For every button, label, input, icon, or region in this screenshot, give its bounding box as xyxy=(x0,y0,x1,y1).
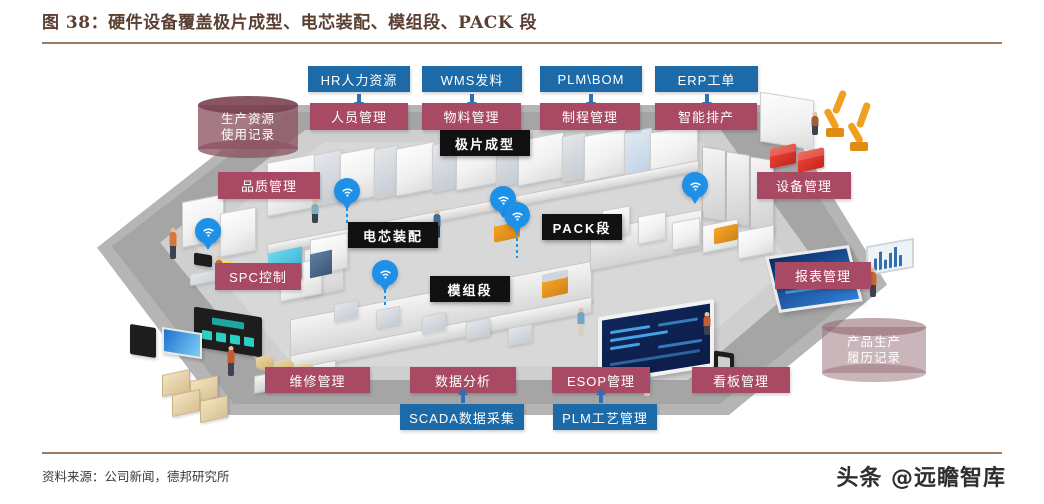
display-panel xyxy=(162,326,202,360)
module-box-label: 人员管理 xyxy=(330,110,387,125)
worker xyxy=(226,346,236,376)
database-label-line2: 履历记录 xyxy=(846,351,901,365)
system-box-erp[interactable]: ERP工单 xyxy=(655,66,758,92)
robot-arm xyxy=(823,89,858,140)
stage-label-text: 电芯装配 xyxy=(362,228,423,244)
stage-label-module: 模组段 xyxy=(430,276,510,302)
worker xyxy=(576,308,586,336)
module-box-process[interactable]: 制程管理 xyxy=(540,103,640,130)
arrow-plm-process-to-esop xyxy=(599,395,603,403)
arrow-scada-to-data-analysis xyxy=(461,395,465,403)
machine-block xyxy=(220,206,256,258)
module-box-label: 制程管理 xyxy=(561,110,618,125)
pallet-stack xyxy=(200,395,228,423)
stage-label-text: PACK段 xyxy=(552,220,612,236)
database-label-line2: 使用记录 xyxy=(220,128,275,142)
wifi-icon xyxy=(334,178,360,224)
wifi-icon xyxy=(682,172,708,198)
system-box-plm-process[interactable]: PLM工艺管理 xyxy=(553,404,657,430)
module-box-scheduling[interactable]: 智能排产 xyxy=(655,103,757,130)
module-box-report[interactable]: 报表管理 xyxy=(775,262,871,289)
footer-divider xyxy=(42,452,1002,454)
arrow-plm-to-process xyxy=(589,94,593,102)
machine-block xyxy=(638,211,666,245)
system-box-label: WMS发料 xyxy=(440,72,504,88)
stage-label-electrode-forming: 极片成型 xyxy=(440,130,530,156)
machine-block xyxy=(672,217,700,251)
module-box-spc[interactable]: SPC控制 xyxy=(215,263,301,290)
worker xyxy=(168,228,178,260)
module-box-personnel[interactable]: 人员管理 xyxy=(310,103,408,130)
database-label-line1: 产品生产 xyxy=(846,335,901,349)
module-box-maintenance[interactable]: 维修管理 xyxy=(265,367,370,393)
module-box-label: 设备管理 xyxy=(775,179,832,194)
module-box-label: 智能排产 xyxy=(677,110,734,125)
worker xyxy=(310,200,320,226)
module-box-equipment[interactable]: 设备管理 xyxy=(757,172,851,199)
module-box-label: 报表管理 xyxy=(794,269,851,284)
system-box-plm-bom[interactable]: PLM\BOM xyxy=(540,66,642,92)
machine-block xyxy=(584,127,626,183)
module-box-label: 看板管理 xyxy=(712,373,769,389)
stage-label-text: 模组段 xyxy=(447,282,493,298)
storage-rack xyxy=(726,151,750,227)
material-drum xyxy=(256,356,274,370)
module-box-kanban[interactable]: 看板管理 xyxy=(692,367,790,393)
pallet-stack xyxy=(172,389,200,417)
system-box-label: PLM工艺管理 xyxy=(562,410,648,426)
system-box-hr[interactable]: HR人力资源 xyxy=(308,66,410,92)
machine-block xyxy=(374,144,398,200)
wifi-icon xyxy=(504,202,530,258)
arrow-erp-to-scheduling xyxy=(705,94,709,102)
machine-block xyxy=(396,141,434,197)
system-box-scada[interactable]: SCADA数据采集 xyxy=(400,404,524,430)
module-box-label: ESOP管理 xyxy=(566,373,636,389)
stage-label-text: 极片成型 xyxy=(454,136,515,152)
stage-label-pack: PACK段 xyxy=(542,214,622,240)
module-box-label: 品质管理 xyxy=(240,179,297,194)
system-box-wms[interactable]: WMS发料 xyxy=(422,66,522,92)
module-box-material[interactable]: 物料管理 xyxy=(422,103,521,130)
system-box-label: SCADA数据采集 xyxy=(409,410,515,426)
module-box-label: 物料管理 xyxy=(443,110,500,125)
database-production-resource: 生产资源 使用记录 xyxy=(198,96,298,158)
database-product-history: 产品生产 履历记录 xyxy=(822,318,926,382)
page-title: 图 38：硬件设备覆盖极片成型、电芯装配、模组段、PACK 段 xyxy=(42,13,538,33)
wifi-icon xyxy=(372,260,398,308)
robot-arm xyxy=(846,101,882,154)
database-label-line1: 生产资源 xyxy=(220,112,275,126)
worker xyxy=(868,268,878,298)
system-box-label: HR人力资源 xyxy=(320,72,398,88)
module-box-label: 维修管理 xyxy=(289,373,346,389)
source-note: 资料来源：公司新闻，德邦研究所 xyxy=(42,469,230,484)
factory-illustration: 极片成型 电芯装配 PACK段 模组段 生产资源 使用记录 产品生产 履历记录 xyxy=(42,50,1002,445)
system-box-label: PLM\BOM xyxy=(557,71,625,87)
red-crate xyxy=(798,147,824,173)
module-box-label: SPC控制 xyxy=(229,270,287,285)
machine-block xyxy=(562,131,586,183)
module-box-quality[interactable]: 品质管理 xyxy=(218,172,320,199)
watermark: 头条 @远瞻智库 xyxy=(836,466,1006,491)
title-divider xyxy=(42,42,1002,44)
display-panel xyxy=(130,323,156,359)
stage-label-cell-assembly: 电芯装配 xyxy=(348,222,438,248)
storage-cube xyxy=(310,249,332,279)
worker xyxy=(810,112,819,136)
worker xyxy=(702,312,712,338)
wifi-icon xyxy=(195,218,221,244)
arrow-hr-to-personnel xyxy=(357,94,361,102)
arrow-wms-to-material xyxy=(470,94,474,102)
module-box-label: 数据分析 xyxy=(434,373,491,389)
equipment-cabinet xyxy=(760,91,814,151)
system-box-label: ERP工单 xyxy=(677,72,736,88)
